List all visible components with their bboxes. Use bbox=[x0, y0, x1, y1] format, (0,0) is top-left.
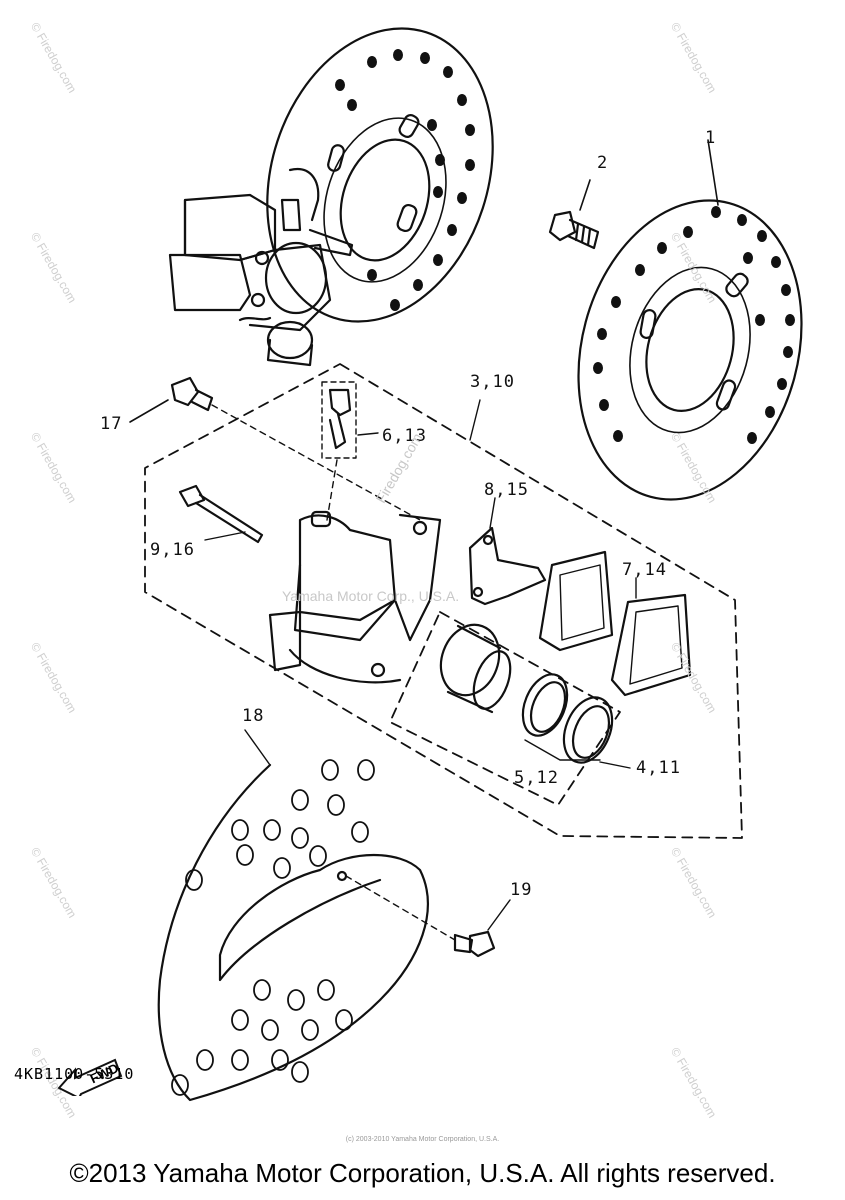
callout-part-2: 2 bbox=[597, 153, 609, 173]
disc-guard bbox=[157, 729, 429, 1102]
callout-part-5-12: 5,12 bbox=[514, 768, 559, 788]
callout-part-6-13: 6,13 bbox=[382, 426, 427, 446]
disc-guard-bolt bbox=[453, 930, 496, 958]
callout-part-3-10: 3,10 bbox=[470, 372, 515, 392]
piston-seals bbox=[521, 673, 614, 764]
slide-pin bbox=[178, 484, 264, 544]
pad-support-plate bbox=[468, 526, 547, 606]
callout-part-19: 19 bbox=[510, 880, 533, 900]
callout-part-18: 18 bbox=[242, 706, 265, 726]
caliper-piston bbox=[439, 623, 512, 714]
caliper-body bbox=[268, 510, 442, 684]
diagram-part-number: 4KB1100-5310 bbox=[14, 1065, 135, 1083]
callout-part-9-16: 9,16 bbox=[150, 540, 195, 560]
brake-pads bbox=[538, 550, 692, 697]
assembled-brake-disc bbox=[266, 27, 494, 323]
callout-part-4-11: 4,11 bbox=[636, 758, 681, 778]
callout-part-17: 17 bbox=[100, 414, 123, 434]
caliper-mounting-bolt bbox=[170, 376, 214, 412]
callout-part-8-15: 8,15 bbox=[484, 480, 529, 500]
tiny-copyright: (c) 2003-2010 Yamaha Motor Corporation, … bbox=[345, 1136, 500, 1143]
callout-part-1: 1 bbox=[705, 128, 717, 148]
caliper-assembly-outline bbox=[144, 363, 743, 839]
disc-bolt bbox=[548, 210, 600, 250]
brake-disc bbox=[577, 199, 803, 501]
fwd-arrow-icon: FWD bbox=[57, 1058, 123, 1096]
assembled-caliper bbox=[168, 167, 354, 367]
bleed-screw bbox=[321, 381, 357, 459]
watermark-center-2: Yamaha Motor Corp., U.S.A. bbox=[282, 588, 460, 604]
copyright-notice: ©2013 Yamaha Motor Corporation, U.S.A. A… bbox=[69, 1158, 776, 1188]
callout-part-7-14: 7,14 bbox=[622, 560, 667, 580]
